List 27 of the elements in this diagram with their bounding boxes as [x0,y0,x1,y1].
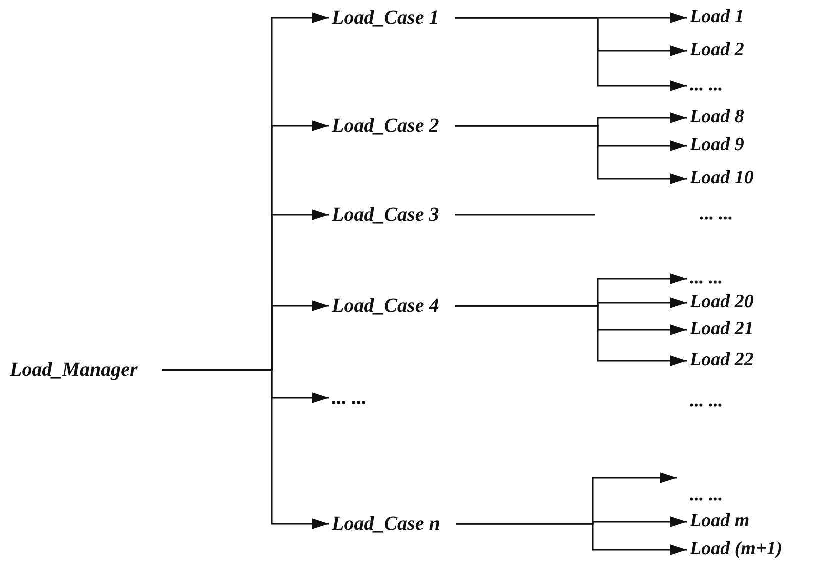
node-label: Load 22 [690,350,754,372]
node-label: Load (m+1) [690,540,783,560]
connector-arrow [455,17,687,92]
ellipsis-text: ... ... [690,486,724,506]
node-label: ... ... [690,76,724,96]
node-label: Load 21 [690,320,754,340]
node-label: Load 20 [690,292,754,314]
node-label: Load 8 [690,108,744,128]
ellipsis-text: ... ... [690,392,724,412]
node-label: Load_Case n [332,513,440,535]
node-label: ... ... [332,387,367,409]
node-label: Load_Manager [10,359,138,381]
node-label: Load_Case 4 [332,295,440,317]
ellipsis-text: ... ... [700,204,734,226]
connector-arrow [162,369,329,530]
connector-arrow [455,125,687,184]
node-label: Load 10 [690,168,754,190]
connector-arrow [456,523,687,556]
node-label: Load 2 [690,40,744,62]
node-label: Load_Case 2 [332,115,440,137]
node-label: Load 9 [690,136,744,156]
node-label: Load_Case 3 [332,204,440,226]
connector-arrow [455,305,687,366]
node-label: Load_Case 1 [332,7,440,29]
node-label: ... ... [690,268,724,290]
node-label: Load m [690,512,750,532]
node-label: Load 1 [690,8,744,28]
